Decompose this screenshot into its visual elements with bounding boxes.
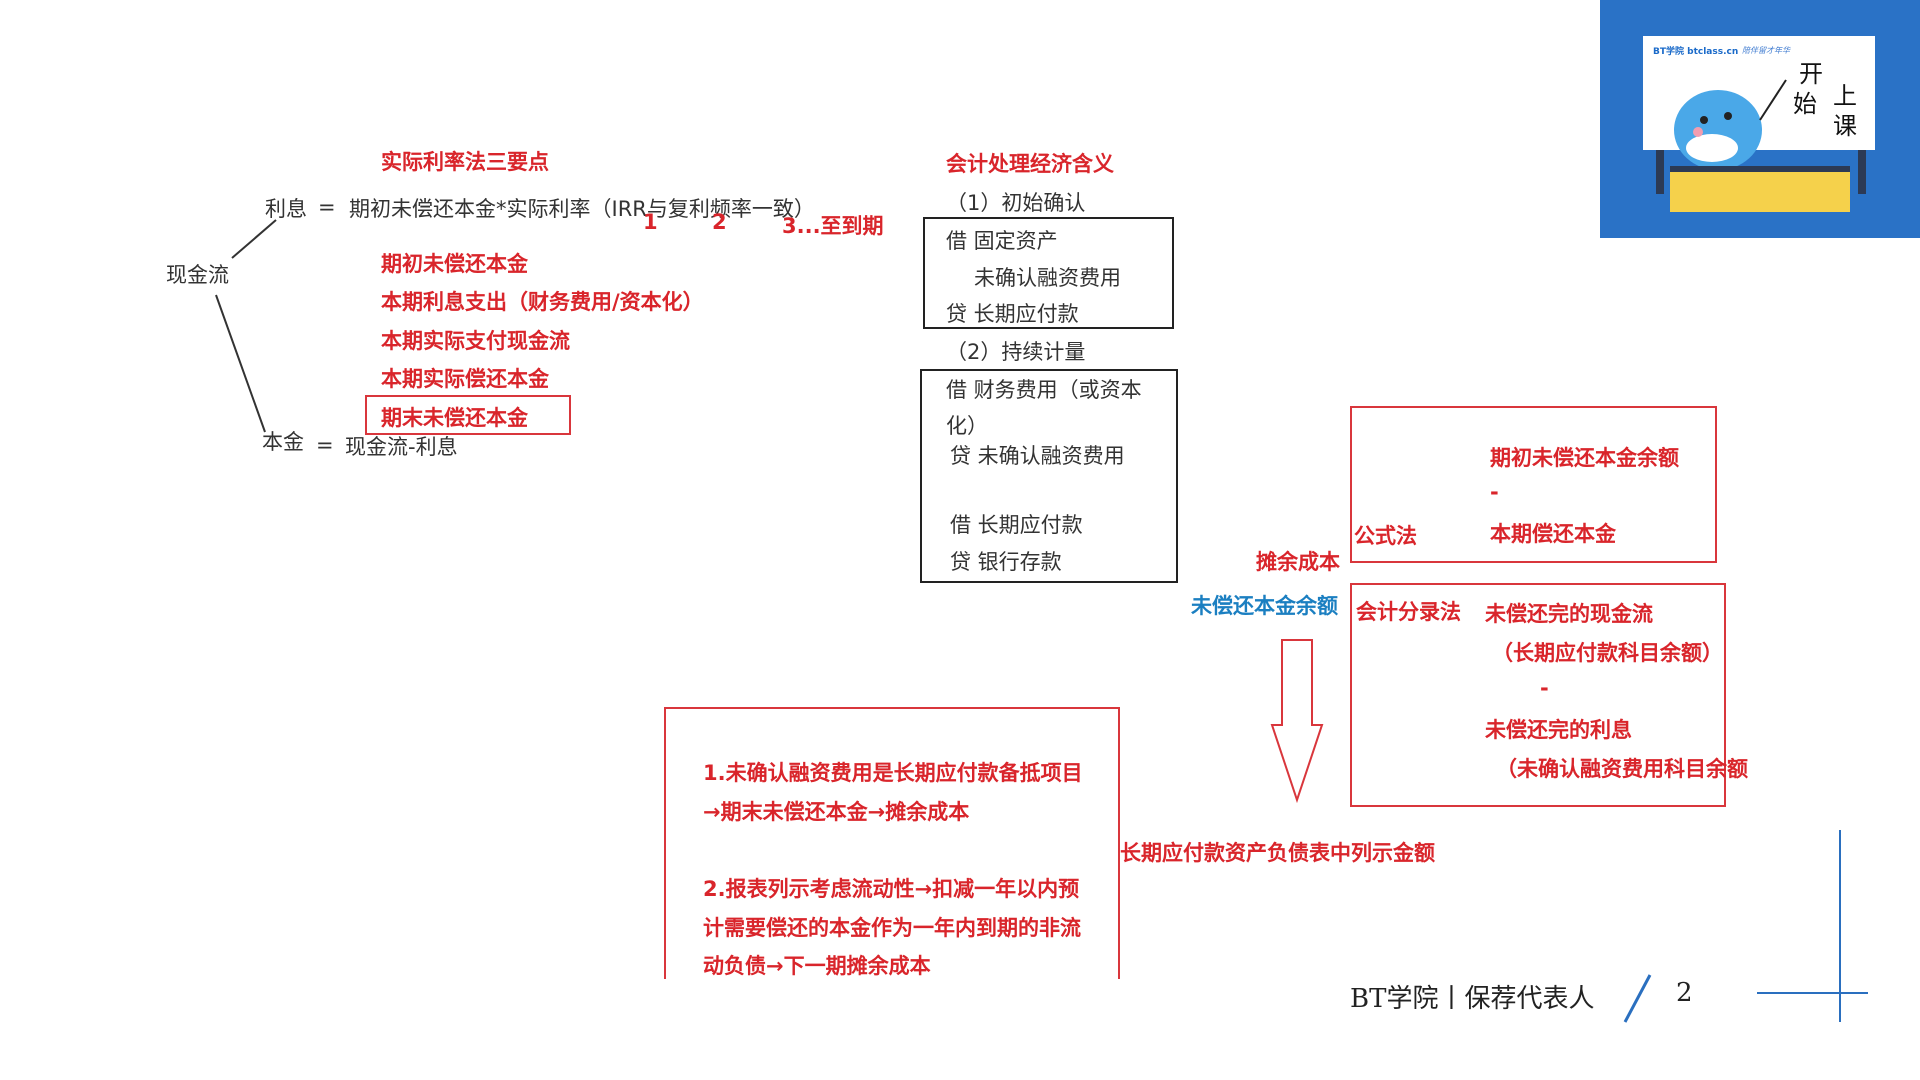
footer-brand: BT学院丨保荐代表人 — [1350, 984, 1595, 1014]
journal-unrecognized-finance-balance: （未确认融资费用科目余额 — [1496, 757, 1748, 781]
item-closing-principal: 期末未偿还本金 — [381, 406, 528, 430]
formula-minus: - — [1490, 480, 1499, 504]
subsequent-entry-box — [920, 369, 1178, 583]
thumbnail-char-3: 上 — [1833, 82, 1857, 110]
item-opening-principal: 期初未偿还本金 — [381, 252, 528, 276]
thumbnail-char-1: 开 — [1799, 60, 1823, 88]
item-principal-repaid: 本期实际偿还本金 — [381, 367, 549, 391]
interest-label: 利息 — [265, 197, 307, 221]
step-subsequent-measurement: （2）持续计量 — [946, 340, 1086, 364]
note-line-2: →期末未偿还本金→摊余成本 — [703, 800, 970, 824]
journal-minus: - — [1540, 676, 1549, 700]
connector-line-principal — [215, 294, 266, 433]
balance-sheet-amount-label: 长期应付款资产负债表中列示金额 — [1120, 841, 1435, 865]
unpaid-principal-balance-label: 未偿还本金余额 — [1191, 594, 1338, 618]
thumbnail-logo: BT学院 btclass.cn — [1653, 47, 1739, 57]
point-2: 2 — [712, 210, 727, 234]
interest-formula: 期初未偿还本金*实际利率（IRR与复利频率一致） — [349, 197, 815, 221]
three-points-title: 实际利率法三要点 — [381, 150, 549, 174]
thumbnail-slogan: 陪伴留才年华 — [1742, 46, 1790, 55]
item-cash-paid: 本期实际支付现金流 — [381, 329, 570, 353]
notes-box — [664, 707, 1120, 979]
entry-credit-unrecognized-finance: 贷 未确认融资费用 — [950, 444, 1125, 468]
entry-debit-unrecognized-finance: 未确认融资费用 — [974, 266, 1121, 290]
down-arrow — [1270, 639, 1324, 804]
principal-label: 本金 — [262, 430, 304, 454]
formula-method-box — [1350, 406, 1717, 563]
entry-debit-fixed-assets: 借 固定资产 — [946, 229, 1058, 253]
entry-credit-long-term-payable: 贷 长期应付款 — [946, 302, 1079, 326]
note-line-5: 动负债→下一期摊余成本 — [703, 954, 931, 978]
principal-formula: 现金流-利息 — [345, 435, 458, 459]
formula-principal-repaid: 本期偿还本金 — [1490, 522, 1616, 546]
principal-equals: = — [316, 433, 334, 457]
journal-method-box — [1350, 583, 1726, 807]
entry-credit-bank-deposit: 贷 银行存款 — [950, 550, 1062, 574]
desk — [1670, 166, 1850, 212]
note-line-4: 计需要偿还的本金作为一年内到期的非流 — [703, 916, 1081, 940]
journal-long-term-payable-balance: （长期应付款科目余额） — [1492, 641, 1723, 665]
step-initial-recognition: （1）初始确认 — [946, 191, 1086, 215]
entry-debit-finance-cost: 借 财务费用（或资本 — [946, 378, 1142, 402]
page-number: 2 — [1676, 978, 1693, 1008]
accounting-title: 会计处理经济含义 — [946, 152, 1114, 176]
note-line-3: 2.报表列示考虑流动性→扣减一年以内预 — [703, 877, 1080, 901]
mascot-icon — [1674, 79, 1787, 170]
note-line-1: 1.未确认融资费用是长期应付款备抵项目 — [703, 761, 1083, 785]
desk-leg-left — [1656, 150, 1664, 194]
cash-flow-label: 现金流 — [166, 263, 229, 287]
journal-unpaid-interest: 未偿还完的利息 — [1485, 718, 1632, 742]
journal-method-label: 会计分录法 — [1356, 600, 1461, 624]
connector-line-interest — [231, 219, 277, 259]
entry-debit-finance-cost-cont: 化） — [946, 414, 988, 438]
interest-equals: = — [318, 195, 336, 219]
amortized-cost-label: 摊余成本 — [1256, 550, 1340, 574]
item-interest-expense: 本期利息支出（财务费用/资本化） — [381, 290, 704, 314]
class-start-thumbnail: BT学院 btclass.cn 陪伴留才年华 开 始 上 课 — [1600, 0, 1920, 238]
formula-opening-balance: 期初未偿还本金余额 — [1490, 446, 1679, 470]
footer-slash — [1623, 974, 1652, 1023]
initial-entry-box — [923, 217, 1174, 329]
desk-leg-right — [1858, 150, 1866, 194]
journal-unpaid-cash-flow: 未偿还完的现金流 — [1485, 602, 1653, 626]
thumbnail-char-4: 课 — [1833, 112, 1857, 140]
point-1: 1 — [643, 210, 658, 234]
thumbnail-char-2: 始 — [1793, 90, 1817, 118]
point-3: 3...至到期 — [782, 214, 884, 238]
formula-method-label: 公式法 — [1354, 524, 1417, 548]
closing-principal-box — [365, 395, 571, 435]
entry-debit-long-term-payable: 借 长期应付款 — [950, 513, 1083, 537]
